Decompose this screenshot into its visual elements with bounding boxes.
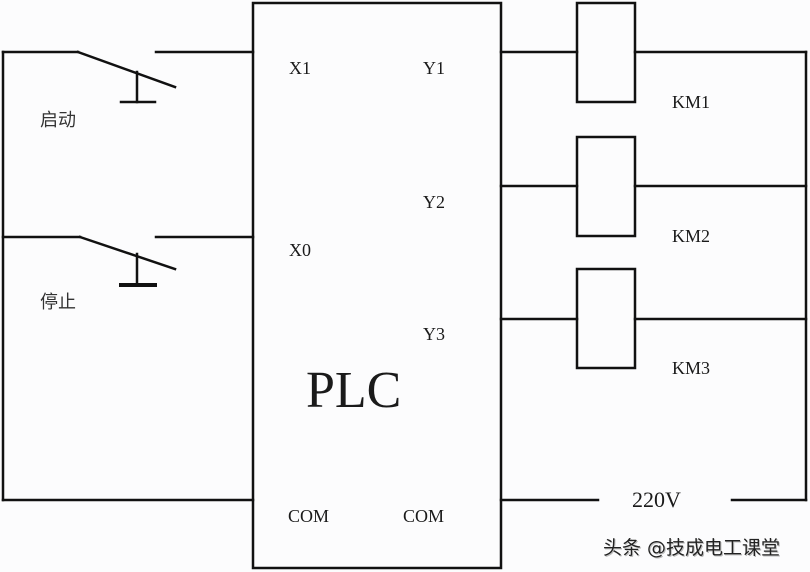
- start-switch-label: 启动: [40, 110, 76, 131]
- coil-label-km2: KM2: [672, 226, 711, 246]
- output-km1: [499, 1, 808, 104]
- coil-label-km3: KM3: [672, 358, 711, 378]
- pin-y3: Y3: [423, 324, 445, 344]
- stop-switch: [1, 235, 255, 287]
- output-km3: [499, 267, 808, 370]
- pin-x0: X0: [289, 240, 311, 260]
- pin-com-right: COM: [403, 506, 445, 526]
- coil-km2: [575, 135, 637, 238]
- pin-com-left: COM: [288, 506, 330, 526]
- pin-y1: Y1: [423, 58, 445, 78]
- plc-box: [251, 1, 503, 570]
- output-km2: [499, 135, 808, 238]
- coil-label-km1: KM1: [672, 92, 711, 112]
- start-switch: [1, 50, 255, 104]
- pin-y2: Y2: [423, 192, 445, 212]
- stop-switch-label: 停止: [40, 292, 76, 313]
- watermark: 头条 @技成电工课堂: [603, 537, 781, 559]
- pin-x1: X1: [289, 58, 311, 78]
- coil-km1: [575, 1, 637, 104]
- plc-title: PLC: [306, 362, 402, 419]
- coil-km3: [575, 267, 637, 370]
- supply-voltage: 220V: [632, 487, 681, 512]
